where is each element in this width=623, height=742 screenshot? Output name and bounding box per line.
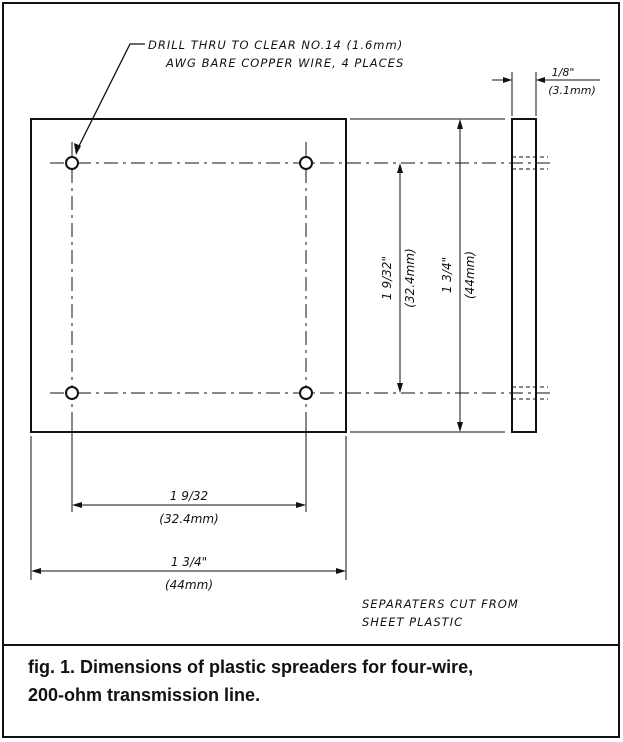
thickness-mm-label: (3.1mm)	[548, 84, 596, 97]
drill-note-arrowhead	[74, 143, 81, 155]
hole-top-left	[65, 156, 79, 170]
hole-bottom-left	[65, 386, 79, 400]
plate-side-view	[511, 118, 537, 433]
overall-h-inch-label: 1 3/4"	[171, 555, 207, 569]
overall-h-arrow-left	[31, 568, 41, 574]
hole-spacing-v-inch-label: 1 9/32"	[380, 256, 394, 300]
drill-note-leader	[75, 43, 145, 153]
side-note-line2: SHEET PLASTIC	[362, 615, 463, 629]
plate-outline	[30, 118, 347, 433]
hole-spacing-v-arrow-bottom	[397, 383, 403, 393]
thickness-inch-label: 1/8"	[552, 66, 575, 79]
hole-spacing-v-arrow-top	[397, 163, 403, 173]
overall-v-arrow-bottom	[457, 422, 463, 432]
drill-holes	[65, 156, 313, 400]
hole-spacing-h-inch-label: 1 9/32	[170, 489, 208, 503]
thickness-arrow-left	[503, 77, 512, 83]
hole-spacing-h-arrow-right	[296, 502, 306, 508]
caption-line1: fig. 1. Dimensions of plastic spreaders …	[28, 657, 474, 677]
hole-top-right	[299, 156, 313, 170]
thickness-arrow-right	[536, 77, 545, 83]
overall-h-arrow-right	[336, 568, 346, 574]
vertical-extension-lines	[350, 118, 505, 433]
figure-caption: fig. 1. Dimensions of plastic spreaders …	[28, 653, 598, 709]
drill-note-line1: DRILL THRU TO CLEAR NO.14 (1.6mm)	[148, 38, 403, 52]
horizontal-extension-lines	[30, 413, 347, 580]
hole-spacing-h-arrow-left	[72, 502, 82, 508]
caption-line2: 200-ohm transmission line.	[28, 685, 261, 705]
drill-note-line2: AWG BARE COPPER WIRE, 4 PLACES	[165, 56, 404, 70]
side-note-line1: SEPARATERS CUT FROM	[362, 597, 519, 611]
overall-v-inch-label: 1 3/4"	[440, 257, 454, 293]
hole-spacing-h-mm-label: (32.4mm)	[159, 512, 218, 526]
hole-spacing-v-mm-label: (32.4mm)	[403, 248, 417, 307]
overall-v-mm-label: (44mm)	[463, 251, 477, 299]
side-view-hole-marks	[512, 156, 548, 400]
overall-h-mm-label: (44mm)	[165, 578, 213, 592]
overall-v-arrow-top	[457, 119, 463, 129]
hole-bottom-right	[299, 386, 313, 400]
